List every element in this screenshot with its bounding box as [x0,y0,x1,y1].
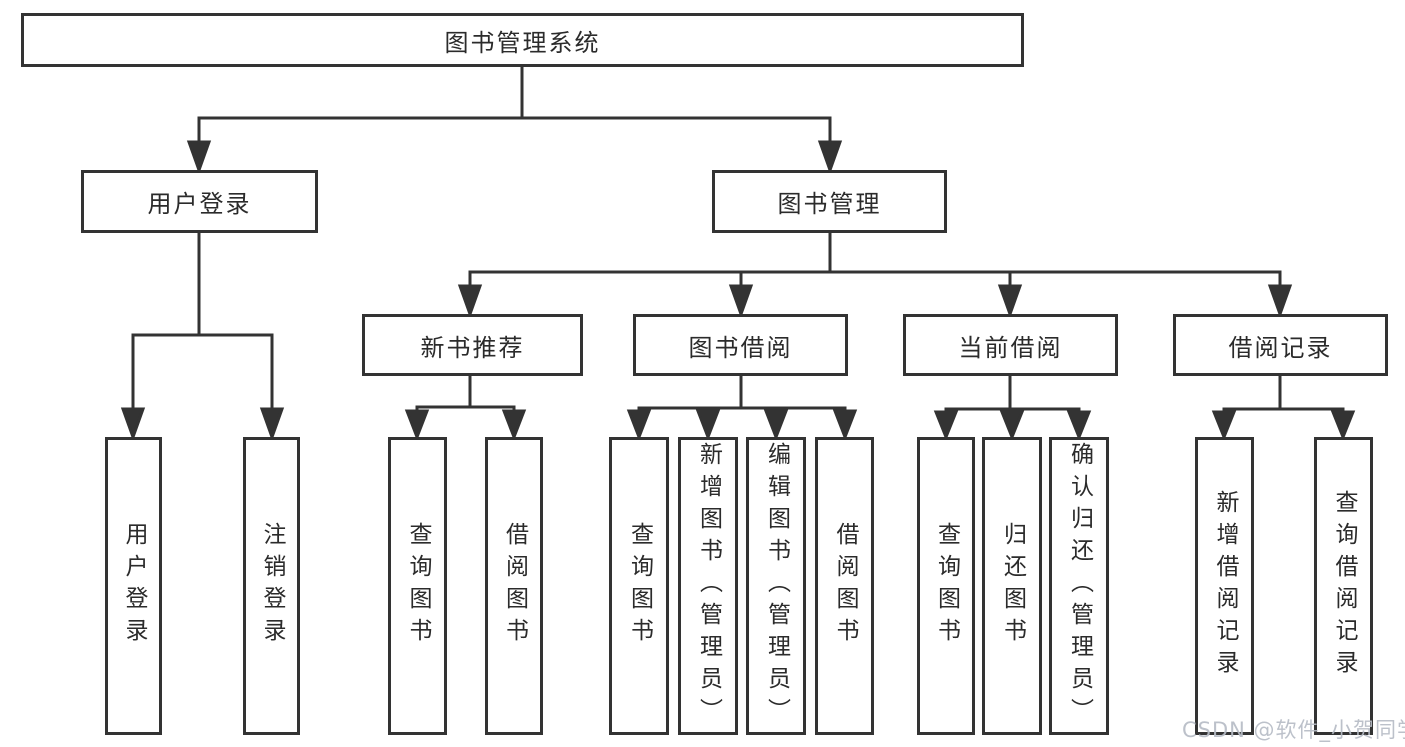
node-new-book-recommend-label: 新书推荐 [420,333,525,362]
leaf-current-return-book: 归还图书 [982,437,1042,735]
node-current-borrow: 当前借阅 [903,314,1118,376]
leaf-borrow-add-book-admin-label: 新增图书（管理员） [695,442,722,730]
leaf-newrec-borrow-book: 借阅图书 [485,437,543,735]
leaf-borrow-borrow-book-label: 借阅图书 [832,522,858,650]
leaf-borrow-edit-book-admin: 编辑图书（管理员） [746,437,806,735]
node-new-book-recommend: 新书推荐 [362,314,583,376]
leaf-current-query-book-label: 查询图书 [933,522,960,650]
leaf-current-return-book-label: 归还图书 [999,522,1026,650]
leaf-borrow-query-book: 查询图书 [609,437,669,735]
leaf-logout-login: 注销登录 [243,437,300,735]
connector-new-book-children [404,376,527,442]
node-current-borrow-label: 当前借阅 [958,333,1063,362]
leaf-user-login: 用户登录 [105,437,162,735]
leaf-records-add-record: 新增借阅记录 [1195,437,1254,735]
node-borrow-records-label: 借阅记录 [1228,333,1333,362]
connector-borrow-records-children [1211,376,1356,442]
leaf-newrec-query-book-label: 查询图书 [405,522,431,650]
csdn-watermark: CSDN @软件_小贺同学 [1182,718,1405,742]
connector-user-login-children [120,233,285,442]
leaf-borrow-borrow-book: 借阅图书 [815,437,874,735]
connector-book-mgmt-to-level2 [457,233,1293,319]
leaf-user-login-label: 用户登录 [121,522,147,650]
leaf-current-confirm-return-admin-label: 确认归还（管理员） [1066,442,1093,730]
leaf-newrec-query-book: 查询图书 [388,437,447,735]
connector-book-borrow-children [626,376,858,442]
leaf-records-query-record-label: 查询借阅记录 [1331,490,1357,682]
node-book-borrow-label: 图书借阅 [688,333,793,362]
node-book-mgmt-label: 图书管理 [777,190,882,218]
node-root-label: 图书管理系统 [444,28,601,57]
leaf-records-add-record-label: 新增借阅记录 [1212,490,1238,682]
leaf-current-query-book: 查询图书 [917,437,975,735]
leaf-borrow-add-book-admin: 新增图书（管理员） [678,437,738,735]
leaf-logout-login-label: 注销登录 [259,522,285,650]
node-root: 图书管理系统 [21,13,1024,67]
leaf-borrow-edit-book-admin-label: 编辑图书（管理员） [763,442,790,730]
node-book-borrow: 图书借阅 [633,314,848,376]
leaf-borrow-query-book-label: 查询图书 [626,522,653,650]
node-user-login: 用户登录 [81,170,318,233]
leaf-current-confirm-return-admin: 确认归还（管理员） [1049,437,1109,735]
connector-root-to-level1 [186,67,843,175]
node-user-login-label: 用户登录 [147,190,252,218]
node-book-mgmt: 图书管理 [712,170,947,233]
leaf-records-query-record: 查询借阅记录 [1314,437,1373,735]
connector-current-borrow-children [933,376,1092,442]
leaf-newrec-borrow-book-label: 借阅图书 [501,522,528,650]
node-borrow-records: 借阅记录 [1173,314,1388,376]
